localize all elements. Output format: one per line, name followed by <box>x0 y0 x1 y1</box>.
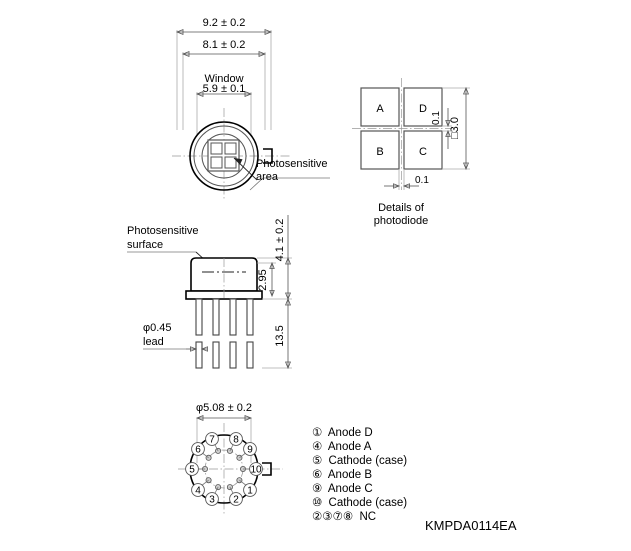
pin-number-bubbles: 10 9 8 7 6 5 4 <box>185 432 263 506</box>
legend-row-2: ⑤ Cathode (case) <box>312 455 407 467</box>
dim-lead-length-label: 13.5 <box>274 325 286 346</box>
dim-seat-height-label: 2.95 <box>257 269 269 290</box>
legend-text-0: Anode D <box>328 427 373 439</box>
quadrant-a-label: A <box>376 103 384 115</box>
photosensitive-surface-label-line1: Photosensitive <box>127 225 199 237</box>
legend-text-2: Cathode (case) <box>329 455 408 467</box>
dim-cap-height: 4.1 ± 0.2 <box>257 215 292 301</box>
pin-bubble-7-label: 7 <box>209 435 215 446</box>
pin-bubble-6: 6 <box>191 442 205 456</box>
part-number-label: KMPDA0114EA <box>425 518 517 533</box>
pin-bubble-6-label: 6 <box>195 445 201 456</box>
lead-diameter-label: φ0.45 <box>143 322 172 334</box>
legend-symbol-4: ⑨ <box>312 483 322 495</box>
lead-diameter-callout: φ0.45 lead <box>143 322 208 352</box>
index-tab <box>263 148 273 164</box>
legend-symbol-1: ④ <box>312 441 322 453</box>
legend-row-1: ④ Anode A <box>312 441 372 453</box>
pin-bubble-8: 8 <box>229 432 243 446</box>
legend-symbol-6: ②③⑦⑧ <box>312 511 353 523</box>
dim-cap-height-label: 4.1 ± 0.2 <box>274 219 286 262</box>
dim-overall-square-label: □3.0 <box>449 117 461 139</box>
photodiode-detail-caption-line1: Details of <box>378 202 425 214</box>
pin-bubble-1: 1 <box>243 483 257 497</box>
legend-symbol-0: ① <box>312 427 322 439</box>
pin-bubble-9: 9 <box>243 442 257 456</box>
pin-bubble-3: 3 <box>205 492 219 506</box>
window-circle <box>201 133 247 179</box>
legend-row-6: ②③⑦⑧ NC <box>312 511 376 523</box>
quadrant-c-label: C <box>419 146 427 158</box>
quadrant-b-square <box>360 130 400 170</box>
photosensitive-area-leader <box>233 157 330 191</box>
dim-gap-horizontal: 0.1 <box>384 169 429 190</box>
pin-bubble-9-label: 9 <box>247 445 253 456</box>
legend-symbol-2: ⑤ <box>312 455 322 467</box>
photosensitive-area-label-line1: Photosensitive <box>256 158 328 170</box>
dim-gap-vertical: 0.1 <box>431 108 452 149</box>
can-inner-circle <box>193 125 255 187</box>
legend-symbol-3: ⑥ <box>312 469 322 481</box>
side-view-group: Photosensitive surface <box>127 215 292 370</box>
can-outer-circle <box>189 121 259 191</box>
quadrant-c-square <box>403 130 443 170</box>
dim-outer-diameter-label: 9.2 ± 0.2 <box>203 17 246 29</box>
pin-bubble-10-label: 10 <box>250 465 262 476</box>
pin-bubble-2: 2 <box>229 492 243 506</box>
dim-window-label: 5.9 ± 0.1 <box>203 83 246 95</box>
pin-bubble-5: 5 <box>185 462 199 476</box>
dim-gap-vertical-label: 0.1 <box>431 111 442 125</box>
legend-text-6: NC <box>359 511 376 523</box>
bottom-index-tab <box>262 462 272 476</box>
dim-lead-length: 13.5 <box>262 297 292 370</box>
photosensitive-area-label-line2: area <box>256 171 279 183</box>
quadrant-b-label: B <box>376 146 383 158</box>
pin-bubble-10: 10 <box>249 462 263 476</box>
lead-label: lead <box>143 336 164 348</box>
quadrant-a-square <box>360 87 400 127</box>
legend-row-3: ⑥ Anode B <box>312 469 372 481</box>
leads-upper <box>195 298 254 336</box>
pin-bubble-2-label: 2 <box>233 495 239 506</box>
leads-lower <box>195 341 254 369</box>
legend-row-5: ⑩ Cathode (case) <box>312 497 407 509</box>
pin-legend-group: ① Anode D ④ Anode A ⑤ Cathode (case) ⑥ A… <box>312 427 407 523</box>
dim-outer-diameter: 9.2 ± 0.2 <box>175 17 273 130</box>
pin-bubble-8-label: 8 <box>233 435 239 446</box>
dim-overall-square: □3.0 <box>442 86 470 171</box>
bottom-view-group: φ5.08 ± 0.2 <box>178 402 283 515</box>
photodiode-detail-group: A D B C □3.0 0.1 <box>352 78 470 227</box>
dim-seat-height: 2.95 <box>257 261 276 298</box>
legend-row-0: ① Anode D <box>312 427 373 439</box>
dim-gap-horizontal-label: 0.1 <box>415 175 429 186</box>
legend-text-3: Anode B <box>328 469 372 481</box>
top-view-group: 9.2 ± 0.2 8.1 ± 0.2 Window 5.9 ± 0.1 <box>172 17 330 200</box>
photosensitive-area-quadrants <box>207 139 240 172</box>
legend-row-4: ⑨ Anode C <box>312 483 373 495</box>
legend-text-4: Anode C <box>328 483 373 495</box>
dim-window: Window 5.9 ± 0.1 <box>195 73 253 135</box>
dim-pin-circle-label: φ5.08 ± 0.2 <box>196 402 252 414</box>
legend-text-5: Cathode (case) <box>329 497 408 509</box>
dim-pin-circle: φ5.08 ± 0.2 <box>195 402 253 463</box>
pin-bubble-5-label: 5 <box>189 465 195 476</box>
photosensitive-surface-label-line2: surface <box>127 239 163 251</box>
photodiode-detail-caption-line2: photodiode <box>374 215 428 227</box>
window-label: Window <box>204 73 243 85</box>
pin-bubble-1-label: 1 <box>247 486 253 497</box>
legend-symbol-5: ⑩ <box>312 497 322 509</box>
dim-inner-diameter: 8.1 ± 0.2 <box>181 39 267 130</box>
legend-text-1: Anode A <box>328 441 372 453</box>
dim-inner-diameter-label: 8.1 ± 0.2 <box>203 39 246 51</box>
pin-bubble-4: 4 <box>191 483 205 497</box>
pin-bubble-4-label: 4 <box>195 486 201 497</box>
quadrant-d-label: D <box>419 103 427 115</box>
pin-bubble-7: 7 <box>205 432 219 446</box>
pin-bubble-3-label: 3 <box>209 495 215 506</box>
quadrant-d-square <box>403 87 443 127</box>
